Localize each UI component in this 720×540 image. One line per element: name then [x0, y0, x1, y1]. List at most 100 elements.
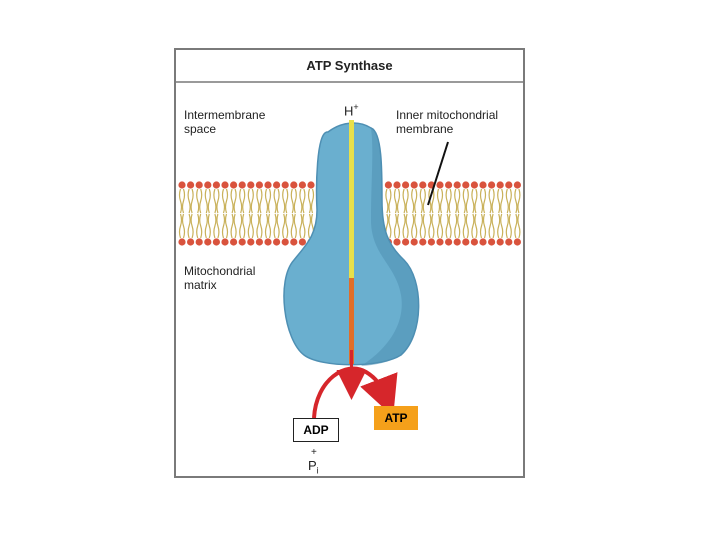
lipid-head [255, 181, 263, 189]
lipid-tail [393, 188, 398, 214]
lipid-head [462, 181, 470, 189]
lipid-tail [514, 188, 518, 214]
lipid-tail [488, 213, 492, 239]
lipid-tail [187, 188, 191, 214]
lipid-head [462, 238, 470, 246]
lipid-tail [497, 213, 501, 239]
lipid-head [384, 181, 392, 189]
lipid-tail [307, 188, 312, 214]
lipid-tail [190, 213, 194, 239]
lipid-tail [508, 213, 512, 239]
lipid-tail [419, 213, 423, 239]
membrane-pointer-line [427, 141, 449, 206]
lipid-tail [221, 188, 226, 214]
lipid-tail [436, 213, 441, 239]
lipid-tail [230, 213, 234, 239]
lipid-head [419, 238, 427, 246]
lipid-tail [414, 188, 418, 214]
lipid-head [488, 238, 496, 246]
lipid-tail [199, 188, 203, 214]
lipid-head [410, 238, 418, 246]
lipid-tail [216, 213, 220, 239]
lipid-head [204, 238, 212, 246]
lipid-tail [299, 188, 303, 214]
lipid-head [221, 238, 229, 246]
lipid-head [470, 238, 478, 246]
lipid-head [453, 181, 461, 189]
lipid-tail [207, 188, 211, 214]
lipid-tail [282, 213, 286, 239]
lipid-head [393, 238, 401, 246]
lipid-tail [233, 213, 237, 239]
lipid-tail [213, 188, 217, 214]
lipid-tail [457, 188, 461, 214]
lipid-tail [267, 188, 272, 214]
lipid-head [298, 238, 306, 246]
lipid-tail [259, 188, 263, 214]
lipid-tail [422, 188, 426, 214]
lipid-tail [276, 188, 280, 214]
figure-title: ATP Synthase [176, 50, 523, 83]
lipid-tail [439, 188, 444, 214]
lipid-tail [267, 213, 272, 239]
inner-membrane-label: Inner mitochondrial membrane [396, 108, 499, 136]
lipid-tail [224, 188, 229, 214]
lipid-tail [285, 188, 289, 214]
lipid-tail [445, 188, 449, 214]
lipid-tail [508, 188, 512, 214]
lipid-tail [411, 213, 415, 239]
proton-channel [349, 120, 354, 280]
lipid-head [273, 181, 281, 189]
lipid-head [178, 238, 186, 246]
lipid-head [496, 238, 504, 246]
lipid-tail [514, 213, 518, 239]
lipid-head [178, 181, 186, 189]
lipid-tail [199, 213, 203, 239]
lipid-tail [242, 188, 246, 214]
lipid-head [238, 181, 246, 189]
lipid-tail [396, 213, 401, 239]
lipid-tail [310, 188, 315, 214]
lipid-tail [448, 188, 452, 214]
lipid-head [264, 181, 272, 189]
lipid-head [453, 238, 461, 246]
lipid-tail [388, 213, 392, 239]
proton-label: H+ [344, 102, 359, 119]
lipid-head [187, 238, 195, 246]
lipid-head [479, 238, 487, 246]
lipid-tail [393, 213, 398, 239]
lipid-tail [256, 188, 260, 214]
lipid-tail [517, 213, 521, 239]
lipid-head [187, 181, 195, 189]
lipid-head [402, 238, 410, 246]
phosphate-label: Pi [308, 458, 319, 476]
lipid-head [445, 181, 453, 189]
lipid-tail [465, 213, 469, 239]
lipid-tail [239, 188, 243, 214]
lipid-tail [505, 188, 509, 214]
lipid-head [264, 238, 272, 246]
lipid-tail [405, 213, 409, 239]
lipid-tail [230, 188, 234, 214]
lipid-tail [402, 213, 406, 239]
lipid-tail [482, 188, 487, 214]
mitochondrial-matrix-label: Mitochondrial matrix [184, 264, 256, 292]
lipid-tail [282, 188, 286, 214]
lipid-tail [431, 188, 435, 214]
lipid-tail [497, 188, 501, 214]
lipid-head [488, 181, 496, 189]
lipid-head [212, 238, 220, 246]
lipid-tail [422, 213, 426, 239]
lipid-head [273, 238, 281, 246]
lipid-tail [462, 213, 466, 239]
lipid-tail [414, 213, 418, 239]
lipid-tail [405, 188, 409, 214]
lipid-tail [419, 188, 423, 214]
lipid-head [496, 181, 504, 189]
lipid-tail [302, 213, 306, 239]
lipid-head [290, 181, 298, 189]
lipid-tail [307, 213, 312, 239]
lipid-head [195, 238, 203, 246]
lipid-head [290, 238, 298, 246]
lipid-head [513, 238, 521, 246]
